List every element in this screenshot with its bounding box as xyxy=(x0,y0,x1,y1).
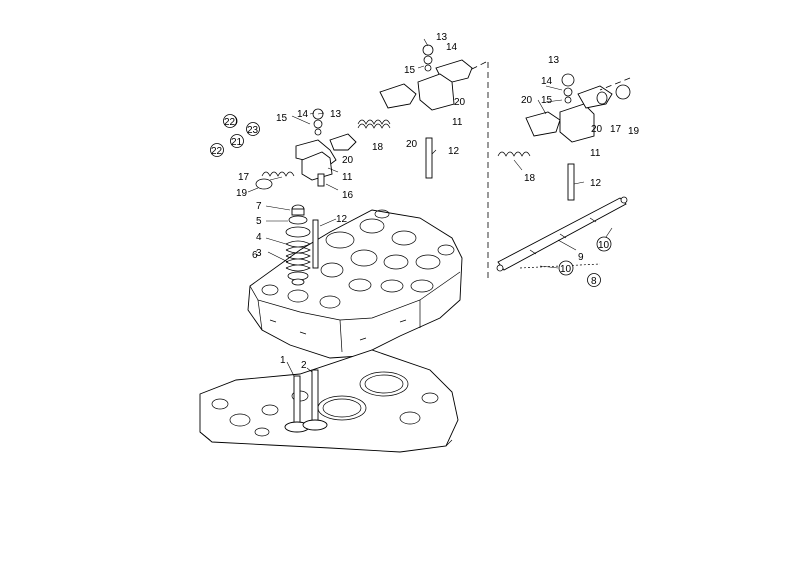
label-part-6: 6 xyxy=(252,250,258,261)
label-part-14c: 14 xyxy=(541,76,553,87)
valve-exhaust xyxy=(302,369,328,431)
label-part-16: 16 xyxy=(342,190,354,201)
label-part-1: 1 xyxy=(280,355,286,366)
label-part-23: 23 xyxy=(247,125,259,136)
label-part-11b: 11 xyxy=(452,117,463,128)
label-part-20d: 20 xyxy=(521,95,533,106)
label-part-22b: 22 xyxy=(211,146,223,157)
label-part-17b: 17 xyxy=(610,124,622,135)
label-part-10b: 10 xyxy=(598,240,610,251)
label-part-19a: 19 xyxy=(236,188,248,199)
label-part-20e: 20 xyxy=(591,124,603,135)
rocker-shaft xyxy=(496,196,628,272)
label-part-12a: 12 xyxy=(336,214,348,225)
label-part-15a: 15 xyxy=(276,113,288,124)
label-part-2: 2 xyxy=(301,360,307,371)
cylinder-block xyxy=(199,349,459,453)
rocker-assembly-left xyxy=(210,108,391,190)
part-labels: 1 2 3 4 5 6 7 12 13 14 15 16 17 19 20 11… xyxy=(210,32,640,371)
label-part-22: 22 xyxy=(224,117,236,128)
label-part-18b: 18 xyxy=(524,173,536,184)
label-part-19b: 19 xyxy=(628,126,640,137)
valve-spring-stack xyxy=(285,204,311,286)
label-part-8: 8 xyxy=(591,276,597,287)
label-part-11a: 11 xyxy=(342,172,353,183)
label-part-20b: 20 xyxy=(406,139,418,150)
rocker-assembly-right xyxy=(497,73,631,157)
label-part-13a: 13 xyxy=(330,109,342,120)
label-part-14a: 14 xyxy=(297,109,309,120)
label-part-12c: 12 xyxy=(590,178,602,189)
rocker-assembly-center xyxy=(357,44,473,125)
push-rod-right xyxy=(567,163,575,201)
label-part-7: 7 xyxy=(256,201,262,212)
label-part-13c: 13 xyxy=(548,55,560,66)
label-part-11c: 11 xyxy=(590,148,601,159)
push-rod-left-upper xyxy=(425,137,433,179)
cylinder-head xyxy=(247,209,463,359)
label-part-17a: 17 xyxy=(238,172,250,183)
label-part-21: 21 xyxy=(231,137,243,148)
label-part-12b: 12 xyxy=(448,146,460,157)
label-part-3: 3 xyxy=(256,248,262,259)
label-part-20c: 20 xyxy=(454,97,466,108)
label-part-20a: 20 xyxy=(342,155,354,166)
label-part-14b: 14 xyxy=(446,42,458,53)
label-part-5: 5 xyxy=(256,216,262,227)
label-part-4: 4 xyxy=(256,232,262,243)
label-part-18a: 18 xyxy=(372,142,384,153)
label-part-10a: 10 xyxy=(560,264,572,275)
label-part-13b: 13 xyxy=(436,32,448,43)
label-part-9: 9 xyxy=(578,252,584,263)
label-part-15c: 15 xyxy=(541,95,553,106)
label-part-15b: 15 xyxy=(404,65,416,76)
push-rod-left-lower xyxy=(312,219,319,269)
